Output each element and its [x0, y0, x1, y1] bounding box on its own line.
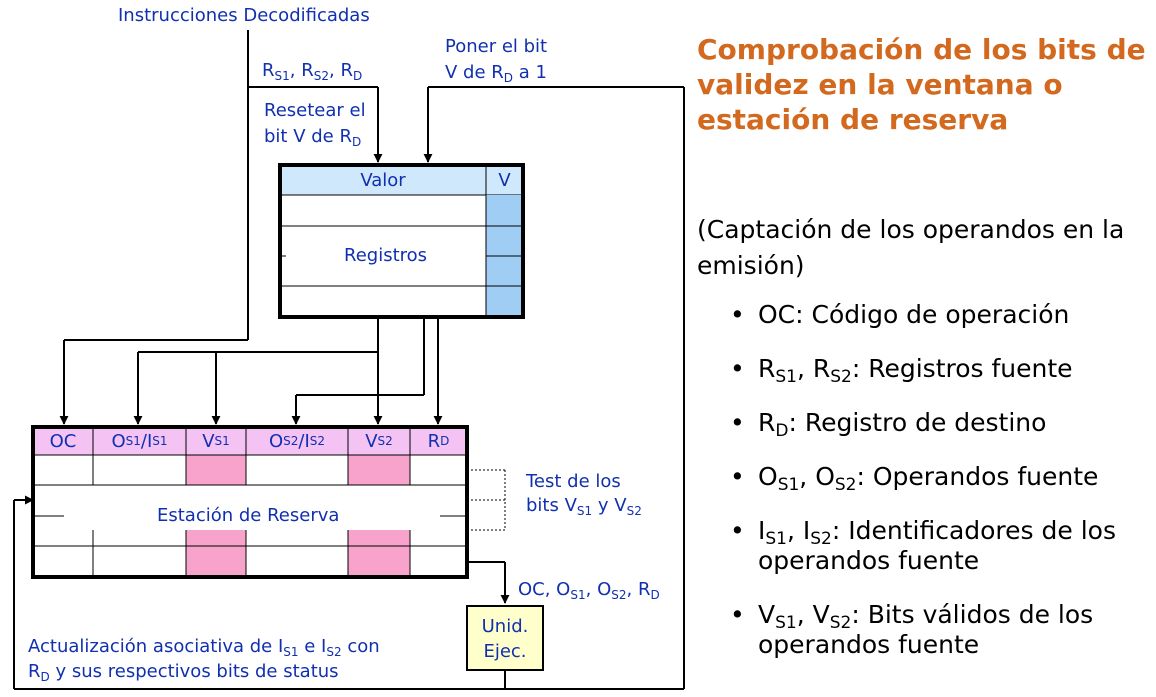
- definition-item: • RD: Registro de destino: [730, 408, 1156, 441]
- bullet-icon: •: [730, 354, 745, 383]
- definition-item: • IS1, IS2: Identificadores de los operan…: [730, 516, 1156, 576]
- bullet-icon: •: [730, 516, 745, 545]
- definition-item: • VS1, VS2: Bits válidos de los operandos…: [730, 600, 1156, 660]
- definition-text: , V: [796, 600, 830, 629]
- definitions-list: •OC: Código de operación•RS1, RS2: Regis…: [730, 300, 1156, 684]
- definition-text: O: [758, 462, 778, 491]
- instructions-label: Instrucciones Decodificadas: [118, 5, 370, 26]
- definition-text: S2: [834, 475, 857, 495]
- slide-subtitle: (Captación de los operandos en la emisió…: [697, 215, 1125, 280]
- set-valid-label: Poner el bit V de RD a 1: [445, 36, 548, 85]
- definition-text: OC: Código de operación: [758, 300, 1070, 329]
- definition-text: : Identificadores de los operandos fuent…: [758, 516, 1116, 575]
- station-frame: [31, 425, 469, 579]
- definition-text: , R: [796, 354, 831, 383]
- bullet-icon: •: [730, 462, 745, 491]
- definition-text: : Registro de destino: [788, 408, 1047, 437]
- reset-valid-label: Resetear el bit V de RD: [264, 100, 366, 149]
- associative-update-label: Actualización asociativa de IS1 e IS2 co…: [28, 636, 380, 684]
- definition-text: , I: [786, 516, 811, 545]
- register-file-frame: [278, 163, 525, 319]
- definition-text: R: [758, 354, 776, 383]
- register-file: [278, 163, 525, 319]
- station-header-row: [33, 427, 467, 455]
- register-header-valor-label: Valor: [360, 169, 406, 191]
- validity-test-lines: [467, 469, 506, 531]
- dispatch-operands-label: OC, OS1, OS2, RD: [518, 579, 660, 602]
- bullet-icon: •: [730, 408, 745, 437]
- registers-label: Registros: [344, 245, 428, 266]
- definition-text: S1: [777, 475, 800, 495]
- execution-unit-label: Unid. Ejec.: [481, 616, 529, 662]
- definition-item: • OS1, OS2: Operandos fuente: [730, 462, 1156, 495]
- slide-title: Comprobación de los bits de validez en l…: [697, 33, 1146, 136]
- definition-text: D: [775, 421, 789, 441]
- instruction-bus: [247, 30, 383, 340]
- definition-text: V: [758, 600, 776, 629]
- definition-text: S1: [775, 613, 797, 633]
- writeback-path: [13, 86, 685, 690]
- source-registers-label: RS1, RS2, RD: [262, 60, 363, 83]
- register-header-v-label: V: [498, 169, 511, 191]
- station-header-oc: OC: [49, 430, 77, 452]
- definition-text: S2: [810, 529, 832, 549]
- station-valid-vs2-bottom: [348, 530, 410, 577]
- definition-text: S1: [765, 529, 787, 549]
- reservation-station-label: Estación de Reserva: [157, 505, 340, 526]
- definition-item: • RS1, RS2: Registros fuente: [730, 354, 1156, 387]
- definition-text: : Registros fuente: [851, 354, 1073, 383]
- station-valid-vs1-top: [186, 455, 246, 485]
- reservation-station: [31, 425, 469, 579]
- definition-text: R: [758, 408, 776, 437]
- dispatch-path: [467, 561, 510, 604]
- definition-text: , O: [799, 462, 835, 491]
- definition-item: • OC: Código de operación: [730, 300, 1156, 330]
- bullet-icon: •: [730, 300, 745, 329]
- station-valid-vs1-bottom: [186, 530, 246, 577]
- definition-text: S2: [829, 613, 852, 633]
- definition-text: : Bits válidos de los operandos fuente: [758, 600, 1094, 659]
- definition-text: S2: [830, 367, 852, 387]
- operand-buses: [59, 317, 443, 425]
- architecture-diagram: [13, 30, 685, 690]
- bullet-icon: •: [730, 600, 745, 629]
- definition-text: : Operandos fuente: [856, 462, 1099, 491]
- execution-unit: [466, 605, 544, 671]
- station-valid-vs2-top: [348, 455, 410, 485]
- definition-text: I: [758, 516, 766, 545]
- definition-text: S1: [775, 367, 797, 387]
- validity-test-label: Test de los bits VS1 y VS2: [526, 471, 642, 518]
